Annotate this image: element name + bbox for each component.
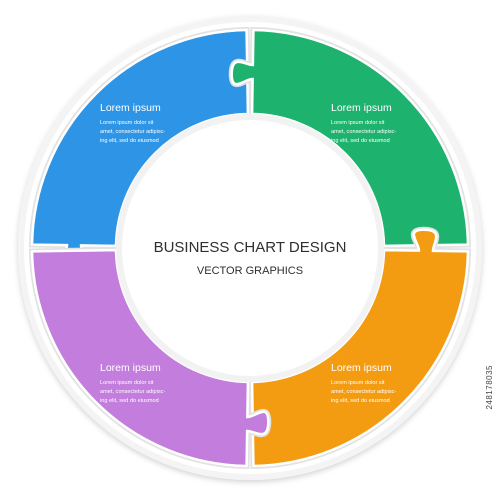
- segment-text-line: amet, consectetur adipisc-: [331, 389, 396, 395]
- segment-text-line: Lorem ipsum dolor sit: [331, 120, 385, 126]
- segment-text-line: Lorem ipsum dolor sit: [100, 380, 154, 386]
- segment-text-line: Lorem ipsum dolor sit: [331, 380, 385, 386]
- segment-text-line: ing elit, sed do eiusmod: [331, 138, 390, 144]
- segment-text-line: amet, consectetur adipisc-: [100, 389, 165, 395]
- segment-text-line: ing elit, sed do eiusmod: [331, 398, 390, 404]
- segment-title: Lorem ipsum: [331, 102, 392, 114]
- center-title: BUSINESS CHART DESIGN: [154, 239, 347, 256]
- center-subtitle: VECTOR GRAPHICS: [197, 265, 303, 277]
- segment-text-line: ing elit, sed do eiusmod: [100, 398, 159, 404]
- segment-text-line: amet, consectetur adipisc-: [100, 129, 165, 135]
- segment-text-line: amet, consectetur adipisc-: [331, 129, 396, 135]
- segment-label-green: Lorem ipsum Lorem ipsum dolor sit amet, …: [331, 102, 396, 144]
- segment-text-line: ing elit, sed do eiusmod: [100, 138, 159, 144]
- segment-label-blue: Lorem ipsum Lorem ipsum dolor sit amet, …: [100, 102, 165, 144]
- segment-title: Lorem ipsum: [100, 362, 161, 374]
- segment-label-purple: Lorem ipsum Lorem ipsum dolor sit amet, …: [100, 362, 165, 404]
- segment-text-line: Lorem ipsum dolor sit: [100, 120, 154, 126]
- stock-id-label: 248178035: [485, 365, 494, 410]
- segment-title: Lorem ipsum: [100, 102, 161, 114]
- segment-title: Lorem ipsum: [331, 362, 392, 374]
- segment-label-orange: Lorem ipsum Lorem ipsum dolor sit amet, …: [331, 362, 396, 404]
- inner-circle: [122, 120, 378, 376]
